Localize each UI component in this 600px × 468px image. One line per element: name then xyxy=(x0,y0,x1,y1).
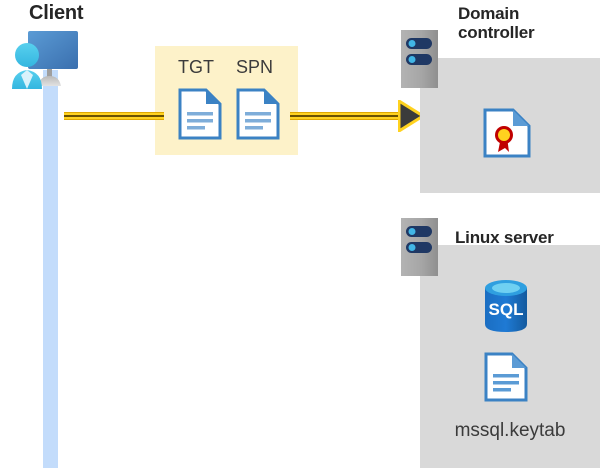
client-user-monitor-icon xyxy=(8,28,86,92)
client-lifeline xyxy=(43,70,58,468)
linux-server-label: Linux server xyxy=(455,228,554,247)
spn-document-icon xyxy=(236,88,280,140)
sql-icon-text: SQL xyxy=(489,300,524,319)
sql-database-icon: SQL xyxy=(481,279,531,333)
spn-label: SPN xyxy=(236,57,274,77)
arrow-head-icon xyxy=(397,98,426,134)
connector-line-right xyxy=(290,112,406,120)
tgt-label: TGT xyxy=(178,57,214,77)
linux-server-rack-icon xyxy=(401,218,438,276)
client-label: Client xyxy=(29,2,84,24)
domain-controller-server-rack-icon xyxy=(401,30,438,88)
keytab-filename-label: mssql.keytab xyxy=(454,420,566,441)
tgt-document-icon xyxy=(178,88,222,140)
certificate-document-icon xyxy=(483,108,531,158)
keytab-document-icon xyxy=(484,352,528,402)
connector-line-left xyxy=(64,112,164,120)
domain-controller-label: Domain controller xyxy=(458,4,535,43)
